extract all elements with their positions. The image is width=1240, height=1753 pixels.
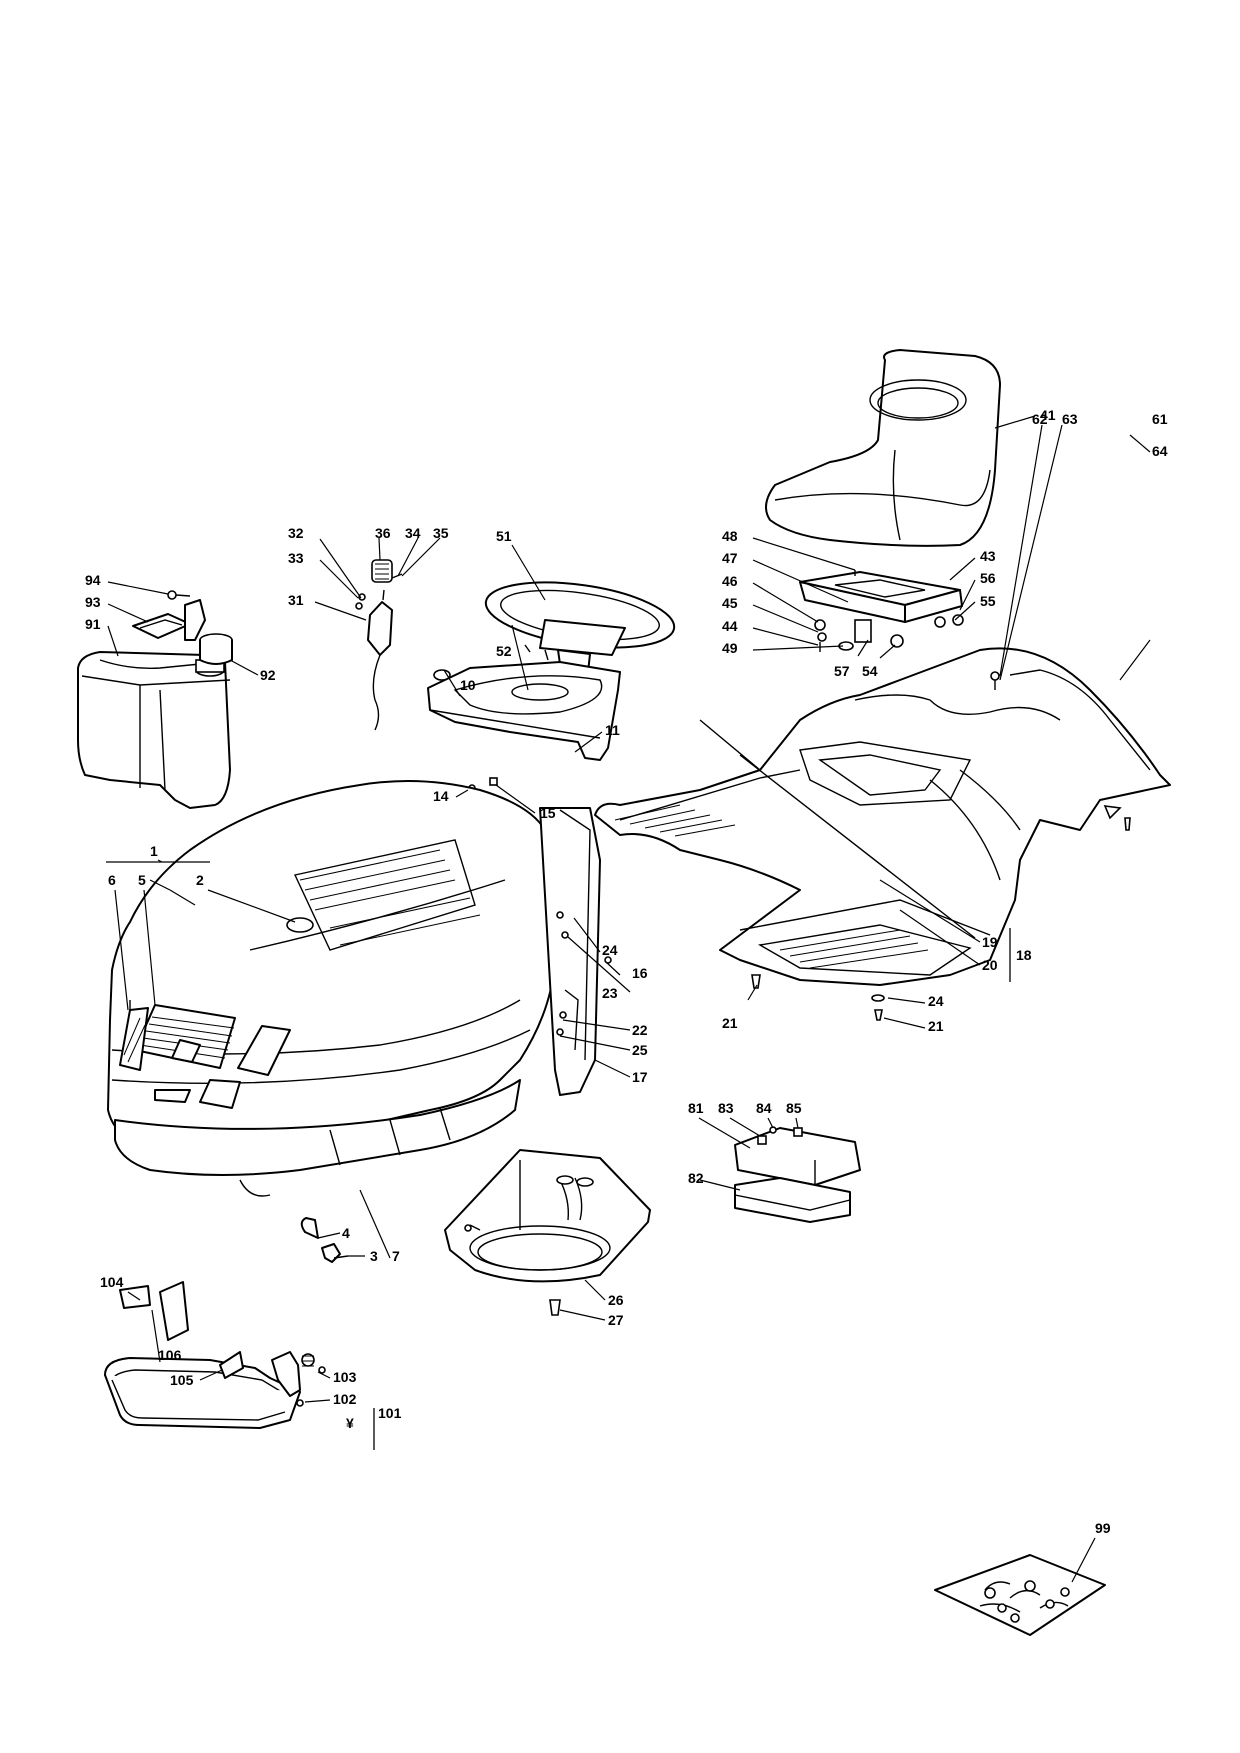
callout-52: 52 (496, 643, 512, 659)
steering-wheel (484, 581, 676, 703)
dash-panel (427, 661, 621, 793)
callout-92: 92 (260, 667, 276, 683)
hood (107, 780, 612, 1263)
callout-82: 82 (688, 1170, 704, 1186)
callout-31: 31 (288, 592, 304, 608)
callout-11: 11 (605, 722, 620, 738)
seat-bracket (799, 570, 964, 652)
callout-14: 14 (433, 788, 449, 804)
callout-3: 3 (370, 1248, 378, 1264)
callout-19: 19 (982, 934, 998, 950)
callout-36: 36 (375, 525, 391, 541)
callout-62: 62 (1032, 411, 1048, 427)
callout-46: 46 (722, 573, 738, 589)
callout-24-upper: 24 (602, 942, 618, 958)
callout-55: 55 (980, 593, 996, 609)
callout-1: 1 (150, 843, 158, 859)
callout-18: 18 (1016, 947, 1032, 963)
callout-41: 41 (1040, 407, 1056, 423)
callout-4: 4 (342, 1225, 350, 1241)
callout-51: 51 (496, 528, 512, 544)
callout-103: 103 (333, 1369, 357, 1385)
callout-63: 63 (1062, 411, 1078, 427)
fuel-tank (77, 590, 233, 809)
callout-85: 85 (786, 1100, 802, 1116)
callout-101: 101 (378, 1405, 402, 1421)
callout-35: 35 (433, 525, 449, 541)
callout-10: 10 (460, 677, 476, 693)
callout-23: 23 (602, 985, 618, 1001)
callout-32: 32 (288, 525, 304, 541)
callout-48: 48 (722, 528, 738, 544)
rear-body (594, 647, 1171, 1021)
seat (765, 349, 1001, 547)
callout-27: 27 (608, 1312, 624, 1328)
callout-44: 44 (722, 618, 738, 634)
callout-5: 5 (138, 872, 146, 888)
callout-34: 34 (405, 525, 421, 541)
callout-105: 105 (170, 1372, 194, 1388)
callout-61: 61 (1152, 411, 1168, 427)
callout-16: 16 (632, 965, 648, 981)
callout-102: 102 (333, 1391, 357, 1407)
callout-20: 20 (982, 957, 998, 973)
callout-6: 6 (108, 872, 116, 888)
callout-15: 15 (540, 805, 556, 821)
callout-7: 7 (392, 1248, 400, 1264)
callout-43: 43 (980, 548, 996, 564)
front-bumper (104, 1281, 326, 1429)
leader-lines (106, 415, 1151, 1583)
callout-yen: ¥ (346, 1415, 354, 1431)
callout-64: 64 (1152, 443, 1168, 459)
battery-tray (444, 1149, 651, 1316)
callout-26: 26 (608, 1292, 624, 1308)
callout-54: 54 (862, 663, 878, 679)
callout-47: 47 (722, 550, 738, 566)
callout-84: 84 (756, 1100, 772, 1116)
callout-83: 83 (718, 1100, 734, 1116)
callout-49: 49 (722, 640, 738, 656)
throttle-lever (355, 559, 403, 731)
callout-99: 99 (1095, 1520, 1111, 1536)
callout-33: 33 (288, 550, 304, 566)
callout-labels: 41 48 47 46 45 44 49 57 54 43 56 55 51 5… (85, 407, 1168, 1536)
hardware-bag (934, 1554, 1106, 1636)
callout-57: 57 (834, 663, 850, 679)
control-box (734, 1126, 861, 1223)
callout-21-right: 21 (928, 1018, 944, 1034)
callout-45: 45 (722, 595, 738, 611)
callout-24-lower: 24 (928, 993, 944, 1009)
callout-2: 2 (196, 872, 204, 888)
callout-81: 81 (688, 1100, 704, 1116)
callout-56: 56 (980, 570, 996, 586)
callout-94: 94 (85, 572, 101, 588)
callout-25: 25 (632, 1042, 648, 1058)
callout-106: 106 (158, 1347, 182, 1363)
callout-22: 22 (632, 1022, 648, 1038)
callout-93: 93 (85, 594, 101, 610)
callout-104: 104 (100, 1274, 124, 1290)
callout-17: 17 (632, 1069, 648, 1085)
callout-21-left: 21 (722, 1015, 738, 1031)
callout-91: 91 (85, 616, 101, 632)
